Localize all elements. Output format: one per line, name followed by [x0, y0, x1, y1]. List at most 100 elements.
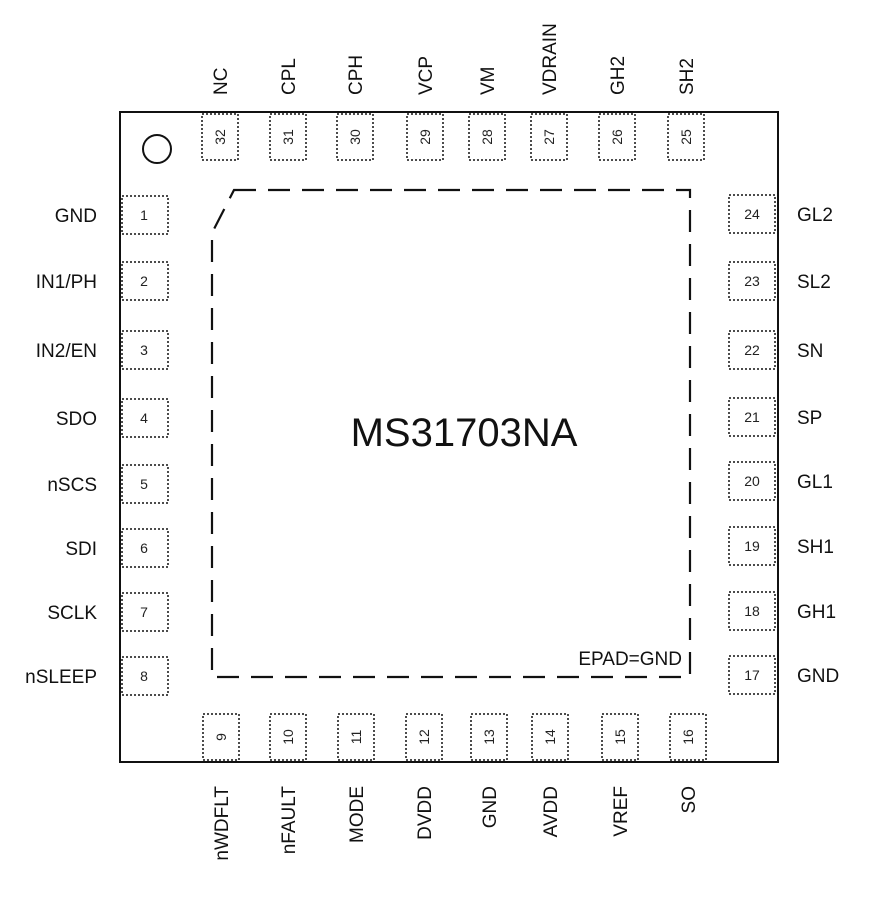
pin-pad-8 — [121, 656, 169, 696]
pin-pad-1 — [121, 195, 169, 235]
pin-name-12: DVDD — [415, 786, 436, 840]
pin-name-26: GH2 — [608, 56, 629, 95]
pin-number-9: 9 — [213, 733, 229, 741]
pin-name-9: nWDFLT — [212, 786, 233, 861]
pin-name-13: GND — [480, 786, 501, 828]
pin-name-3: IN2/EN — [36, 341, 97, 362]
pin-pad-24 — [728, 194, 776, 234]
pin-pad-28 — [468, 113, 506, 161]
pin-number-6: 6 — [140, 540, 148, 556]
pin-number-27: 27 — [541, 129, 557, 145]
pin-name-18: GH1 — [797, 602, 836, 623]
pin-name-2: IN1/PH — [36, 272, 97, 293]
pin-name-25: SH2 — [677, 58, 698, 95]
pin-pad-4 — [121, 398, 169, 438]
chip-part-number: MS31703NA — [351, 411, 578, 455]
pin-number-29: 29 — [417, 129, 433, 145]
pin-pad-5 — [121, 464, 169, 504]
pin-number-24: 24 — [744, 206, 760, 222]
pin-name-4: SDO — [56, 409, 97, 430]
pin-pad-20 — [728, 461, 776, 501]
pin-name-16: SO — [679, 786, 700, 813]
pin-pad-10 — [269, 713, 307, 761]
pin-name-10: nFAULT — [279, 786, 300, 855]
pin-pad-2 — [121, 261, 169, 301]
pin-pad-25 — [667, 113, 705, 161]
pin-pad-3 — [121, 330, 169, 370]
pin-number-2: 2 — [140, 273, 148, 289]
pin-pad-29 — [406, 113, 444, 161]
pin-number-14: 14 — [542, 729, 558, 745]
pin-name-11: MODE — [347, 786, 368, 843]
pin-pad-6 — [121, 528, 169, 568]
pin-number-25: 25 — [678, 129, 694, 145]
pin-pad-26 — [598, 113, 636, 161]
pin-name-29: VCP — [416, 56, 437, 95]
pin-number-32: 32 — [212, 129, 228, 145]
pin-number-1: 1 — [140, 207, 148, 223]
pin-name-7: SCLK — [47, 603, 97, 624]
pin-number-20: 20 — [744, 473, 760, 489]
pin-pad-22 — [728, 330, 776, 370]
pin-number-5: 5 — [140, 476, 148, 492]
pin-name-30: CPH — [346, 55, 367, 95]
pin-number-16: 16 — [680, 729, 696, 745]
pin-number-10: 10 — [280, 729, 296, 745]
pin-number-7: 7 — [140, 604, 148, 620]
pin-pad-14 — [531, 713, 569, 761]
pin-pad-31 — [269, 113, 307, 161]
pin-name-17: GND — [797, 666, 839, 687]
pin1-marker — [142, 134, 172, 164]
pin-number-15: 15 — [612, 729, 628, 745]
pin-number-23: 23 — [744, 273, 760, 289]
pin-name-22: SN — [797, 341, 823, 362]
pin-number-4: 4 — [140, 410, 148, 426]
pin-number-3: 3 — [140, 342, 148, 358]
pin-name-23: SL2 — [797, 272, 831, 293]
pin-number-13: 13 — [481, 729, 497, 745]
pin-name-32: NC — [211, 68, 232, 95]
pin-pad-23 — [728, 261, 776, 301]
pin-number-12: 12 — [416, 729, 432, 745]
pin-number-21: 21 — [744, 409, 760, 425]
pins-layer: 1GND2IN1/PH3IN2/EN4SDO5nSCS6SDI7SCLK8nSL… — [25, 23, 839, 860]
pin-number-19: 19 — [744, 538, 760, 554]
pin-pad-13 — [470, 713, 508, 761]
pin-name-15: VREF — [611, 786, 632, 837]
pin-pad-17 — [728, 655, 776, 695]
pin-pad-12 — [405, 713, 443, 761]
pin-name-21: SP — [797, 408, 822, 429]
pin-pad-32 — [201, 113, 239, 161]
pin-number-18: 18 — [744, 603, 760, 619]
pin-number-11: 11 — [348, 730, 364, 745]
pin-name-20: GL1 — [797, 472, 833, 493]
pin-name-24: GL2 — [797, 205, 833, 226]
pin-name-8: nSLEEP — [25, 667, 97, 688]
pin-pad-15 — [601, 713, 639, 761]
pin-number-28: 28 — [479, 129, 495, 145]
pin-name-6: SDI — [65, 539, 97, 560]
pin-pad-19 — [728, 526, 776, 566]
pin-number-31: 31 — [280, 129, 296, 145]
pin-name-28: VM — [478, 67, 499, 96]
pin-name-1: GND — [55, 206, 97, 227]
pin-pad-9 — [202, 713, 240, 761]
pin-number-26: 26 — [609, 129, 625, 145]
pin-name-5: nSCS — [47, 475, 97, 496]
pin-pad-21 — [728, 397, 776, 437]
pin-number-8: 8 — [140, 668, 148, 684]
pin-pad-27 — [530, 113, 568, 161]
pin-pad-18 — [728, 591, 776, 631]
pin-name-31: CPL — [279, 58, 300, 95]
pin-number-30: 30 — [347, 129, 363, 145]
pin-name-14: AVDD — [541, 786, 562, 837]
pin-pad-11 — [337, 713, 375, 761]
package-outline — [119, 111, 779, 763]
epad-label: EPAD=GND — [578, 649, 682, 670]
exposed-pad — [210, 188, 692, 679]
pin-pad-16 — [669, 713, 707, 761]
pin-number-17: 17 — [744, 667, 760, 683]
pin-name-19: SH1 — [797, 537, 834, 558]
pin-pad-30 — [336, 113, 374, 161]
